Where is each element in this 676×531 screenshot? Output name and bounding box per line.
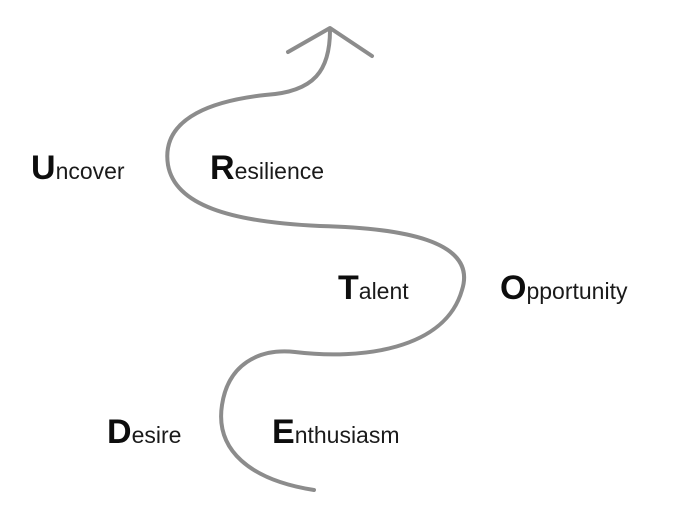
word-initial: R xyxy=(210,149,235,187)
word-rest: esilience xyxy=(234,158,325,184)
word-talent: Talent xyxy=(338,271,409,305)
arrow-up-icon xyxy=(286,26,374,58)
word-uncover: Uncover xyxy=(31,151,125,185)
winding-path-line xyxy=(165,28,466,492)
word-rest: alent xyxy=(358,278,409,304)
word-rest: esire xyxy=(131,422,182,448)
word-resilience: Resilience xyxy=(210,151,324,185)
word-desire: Desire xyxy=(107,415,181,449)
word-opportunity: Opportunity xyxy=(500,271,627,305)
word-initial: U xyxy=(31,149,56,187)
word-initial: D xyxy=(107,413,132,451)
word-initial: T xyxy=(338,269,359,307)
word-initial: E xyxy=(272,413,295,451)
word-rest: ncover xyxy=(55,158,125,184)
word-rest: pportunity xyxy=(526,278,628,304)
word-rest: nthusiasm xyxy=(294,422,400,448)
word-enthusiasm: Enthusiasm xyxy=(272,415,400,449)
word-initial: O xyxy=(500,269,527,307)
